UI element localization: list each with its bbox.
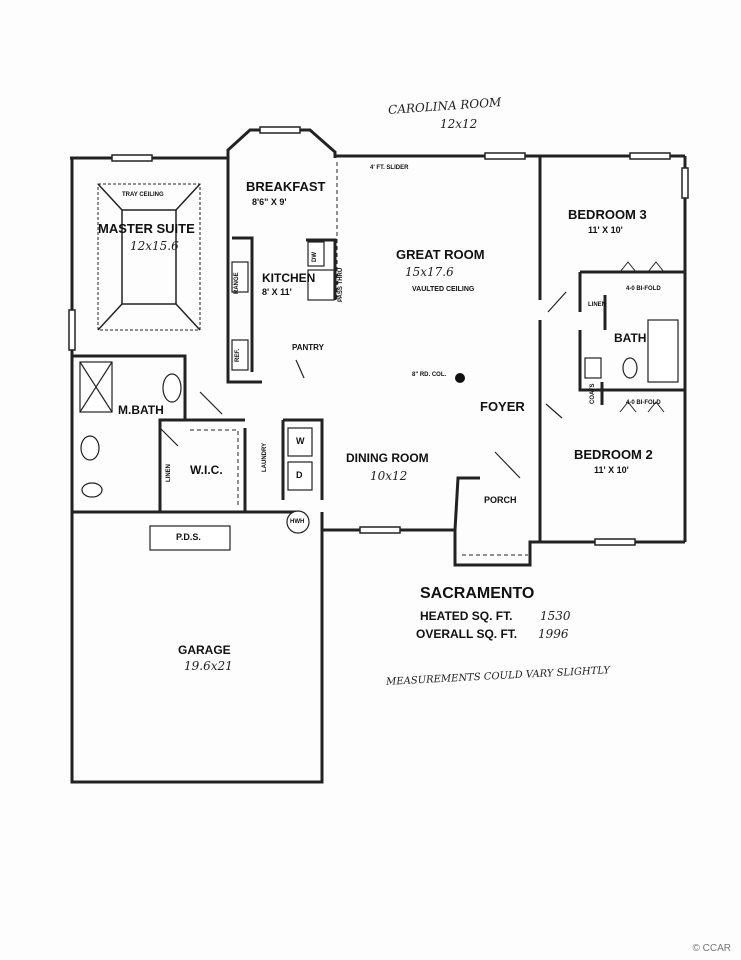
door-bed3 <box>547 291 567 313</box>
wall-laundry <box>281 418 324 500</box>
window-dining <box>359 526 401 534</box>
window-master-side <box>68 309 76 351</box>
bifold-bottom <box>619 401 665 413</box>
bifold-top-label: 4-0 BI-FOLD <box>626 286 661 292</box>
window-master <box>111 154 153 162</box>
sink-kitchen <box>307 269 335 301</box>
wall-breakfast-bay <box>226 128 337 158</box>
linen-bath-label: LINEN <box>588 302 606 308</box>
tray-ceiling-label: TRAY CEILING <box>122 192 164 198</box>
tray-ceiling-diag <box>97 183 201 331</box>
tub-master <box>162 373 182 403</box>
overall-sqft-value: 1996 <box>538 627 569 641</box>
bedroom2-label: BEDROOM 2 <box>574 447 653 462</box>
bifold-top <box>619 261 665 273</box>
door-closet <box>159 427 179 447</box>
vaulted-ceiling-label: VAULTED CEILING <box>412 286 475 293</box>
bath-label: BATH <box>614 331 647 345</box>
wall-bath-coat <box>600 295 607 405</box>
porch-label: PORCH <box>484 495 517 505</box>
shower-x <box>79 361 113 413</box>
washer-box <box>287 427 313 457</box>
window-bed3-side <box>681 167 689 199</box>
carolina-room-size: 12x12 <box>440 117 478 131</box>
wall-porch <box>453 476 542 567</box>
hwh-label: HWH <box>290 519 305 525</box>
heated-sqft-value: 1530 <box>540 609 571 623</box>
wall-kitchen <box>226 158 262 384</box>
range-label: RANGE <box>234 272 240 294</box>
window-great <box>484 152 526 160</box>
pds-box <box>149 525 231 551</box>
kitchen-label: KITCHEN <box>262 271 316 285</box>
window-bed2 <box>594 538 636 546</box>
door-garage-mbath <box>199 391 223 415</box>
wall-bath-b3 <box>578 270 685 392</box>
great-room-label: GREAT ROOM <box>396 247 485 262</box>
wall-garage-div <box>70 428 247 515</box>
wall-garage <box>70 510 324 784</box>
dash-wic <box>190 429 239 505</box>
pds-label: P.D.S. <box>176 532 201 542</box>
plan-name: SACRAMENTO <box>420 585 535 602</box>
dw-box <box>307 241 325 267</box>
sink-b3 <box>584 357 602 379</box>
dw-label: DW <box>312 252 318 262</box>
door-pantry <box>295 359 305 379</box>
ref-label: REF. <box>235 348 241 362</box>
breakfast-size: 8'6" X 9' <box>252 197 287 207</box>
door-foyer <box>494 451 521 479</box>
slider-label: 4' FT. SLIDER <box>370 165 409 171</box>
wall-kitchen-counter <box>232 236 337 372</box>
master-suite-label: MASTER SUITE <box>98 221 195 236</box>
overall-sqft-label: OVERALL SQ. FT. <box>416 627 518 641</box>
toilet-b3 <box>622 357 638 379</box>
dryer-box <box>287 461 313 491</box>
garage-size: 19.6x21 <box>184 659 233 673</box>
toilet-master <box>81 482 103 498</box>
breakfast-label: BREAKFAST <box>246 179 326 194</box>
wic-label: W.I.C. <box>190 463 223 477</box>
door-bed2 <box>545 403 563 419</box>
bedroom2-size: 11' X 10' <box>594 465 629 475</box>
laundry-label: LAUNDRY <box>262 442 268 472</box>
bedroom3-label: BEDROOM 3 <box>568 207 647 222</box>
mbath-label: M.BATH <box>118 403 164 417</box>
sink-master <box>80 435 100 461</box>
column <box>455 373 465 383</box>
coats-label: COATS <box>590 383 596 404</box>
range-box <box>231 261 249 293</box>
ref-box <box>231 339 249 371</box>
column-label: 8" RD. COL. <box>412 372 447 378</box>
linen-label: LINEN <box>166 464 172 482</box>
pass-thru-label: PASS THRU <box>338 267 344 302</box>
pantry-label: PANTRY <box>292 343 324 352</box>
tray-ceiling-outer <box>97 183 201 331</box>
hwh-circle <box>286 510 310 534</box>
window-bed3 <box>629 152 671 160</box>
heated-sqft-label: HEATED SQ. FT. <box>420 609 513 623</box>
master-suite-size: 12x15.6 <box>130 239 179 253</box>
great-room-size: 15x17.6 <box>405 265 454 279</box>
dining-room-label: DINING ROOM <box>346 451 429 465</box>
dryer-label: D <box>296 470 303 480</box>
window-bay <box>259 126 301 134</box>
washer-label: W <box>296 436 305 446</box>
tray-ceiling-inner <box>121 209 177 305</box>
bifold-bottom-label: 4-0 BI-FOLD <box>626 400 661 406</box>
tub-b3 <box>647 319 679 383</box>
bedroom3-size: 11' X 10' <box>588 225 623 235</box>
dining-room-size: 10x12 <box>370 469 408 483</box>
kitchen-size: 8' X 11' <box>262 287 292 297</box>
ccar-watermark: © CCAR <box>692 943 731 954</box>
garage-label: GARAGE <box>178 643 231 657</box>
foyer-label: FOYER <box>480 399 525 414</box>
